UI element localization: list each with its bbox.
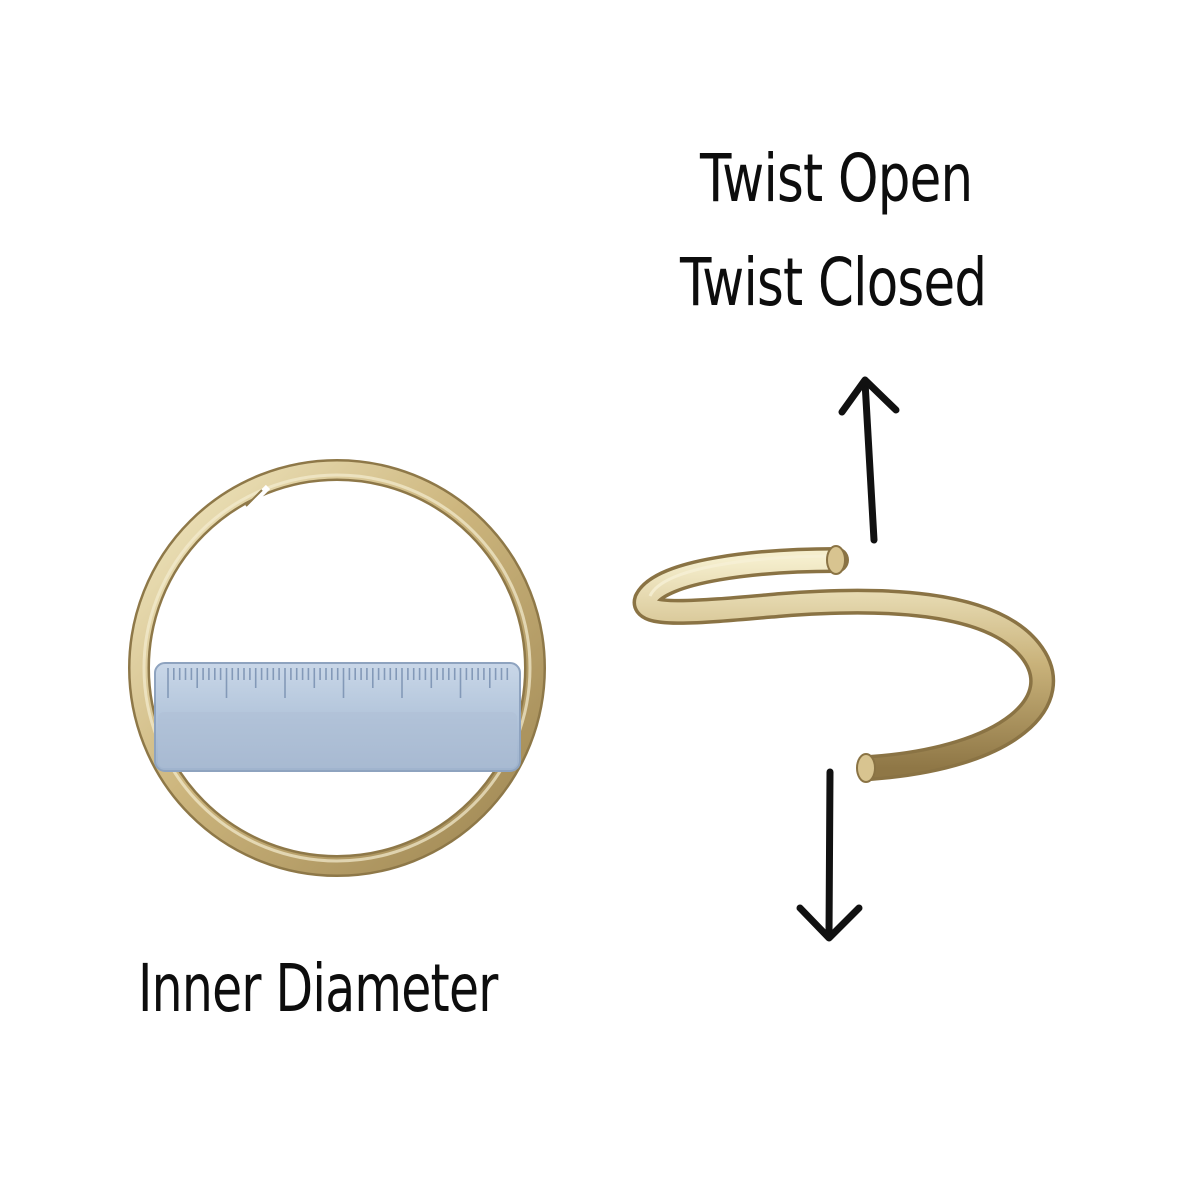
jump-ring-twisted	[632, 545, 1055, 783]
label-twist-closed: Twist Closed	[680, 244, 987, 321]
ruler-icon	[154, 662, 521, 772]
label-inner-diameter: Inner Diameter	[138, 950, 498, 1027]
arrow-down-icon	[796, 768, 863, 942]
arrow-up-icon	[838, 376, 900, 544]
jump-ring-closed	[128, 459, 546, 877]
label-twist-open: Twist Open	[700, 140, 973, 217]
